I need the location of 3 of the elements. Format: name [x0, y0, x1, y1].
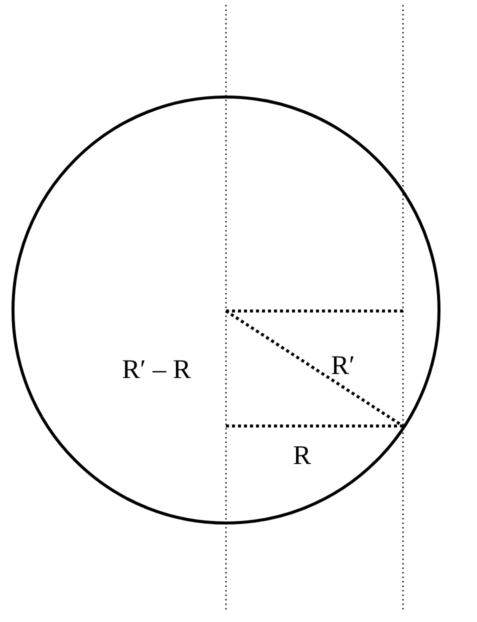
length-label: R	[293, 442, 312, 469]
length-label: R′	[331, 352, 355, 379]
length-label: R′ – R	[122, 356, 191, 383]
